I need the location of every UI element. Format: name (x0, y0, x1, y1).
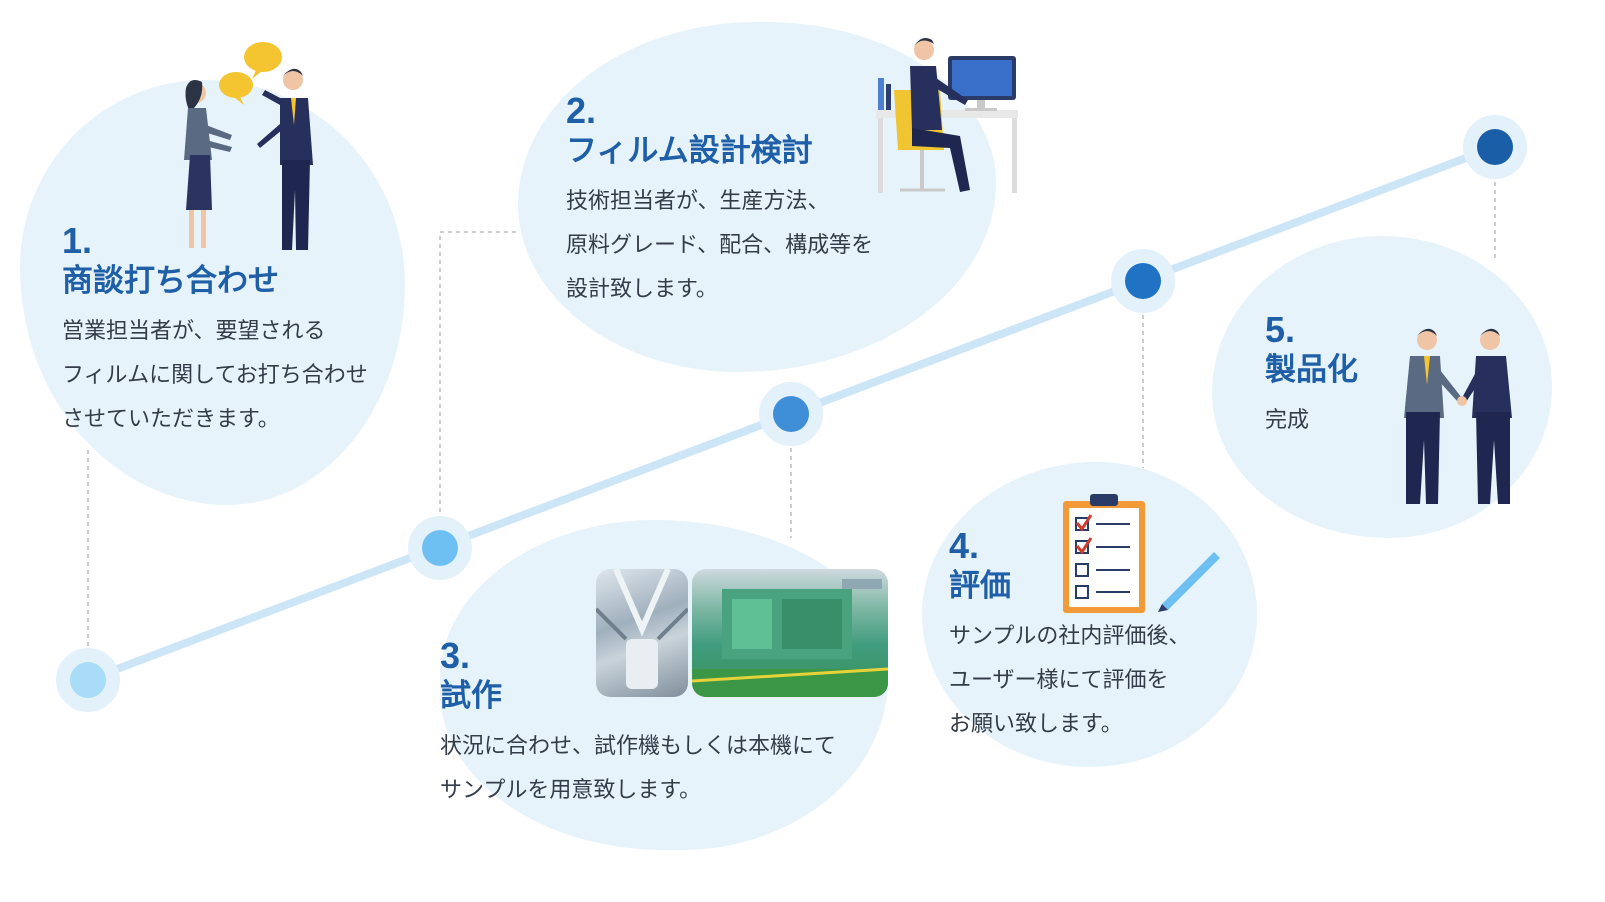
step-number: 2. (566, 90, 597, 131)
step-1: 1. 商談打ち合わせ 営業担当者が、要望される フィルムに関してお打ち合わせ さ… (62, 223, 368, 442)
timeline-node-1 (56, 648, 120, 712)
step1-bubble (20, 80, 405, 505)
step-title: フィルム設計検討 (566, 133, 813, 169)
step-description: 完成 (1265, 408, 1310, 434)
step-description: 状況に合わせ、試作機もしくは本機にて サンプルを用意致します。 (440, 734, 837, 804)
step-number: 1. (62, 220, 93, 261)
step-2: 2. フィルム設計検討 技術担当者が、生産方法、 原料グレード、配合、構成等を … (566, 93, 873, 312)
step-description: サンプルの社内評価後、 ユーザー様にて評価を お願い致します。 (949, 624, 1191, 738)
step-title: 評価 (949, 568, 1011, 604)
step-3: 3. 試作 状況に合わせ、試作機もしくは本機にて サンプルを用意致します。 (440, 638, 836, 813)
pen-icon (1158, 552, 1220, 612)
step-number: 5. (1265, 309, 1296, 350)
connector-step2 (439, 231, 520, 520)
timeline-node-2 (408, 516, 472, 580)
timeline-node-3 (759, 382, 823, 446)
handshake-icon (1404, 328, 1512, 504)
timeline-node-4 (1111, 249, 1175, 313)
step-5: 5. 製品化 完成 (1265, 312, 1358, 443)
step-number: 4. (949, 525, 980, 566)
step-number: 3. (440, 635, 471, 676)
timeline-node-5 (1463, 115, 1527, 179)
step-title: 製品化 (1265, 352, 1358, 388)
step-description: 営業担当者が、要望される フィルムに関してお打ち合わせ させていただきます。 (62, 319, 368, 433)
step-title: 商談打ち合わせ (62, 263, 279, 299)
factory-photo-1 (596, 569, 688, 697)
step-4: 4. 評価 サンプルの社内評価後、 ユーザー様にて評価を お願い致します。 (949, 528, 1190, 747)
person-at-computer-icon (876, 38, 1018, 193)
factory-photo-2 (692, 569, 888, 697)
step-description: 技術担当者が、生産方法、 原料グレード、配合、構成等を 設計致します。 (566, 189, 874, 303)
step-title: 試作 (440, 678, 502, 714)
people-talking-icon (184, 42, 313, 250)
checklist-icon (1063, 494, 1220, 613)
